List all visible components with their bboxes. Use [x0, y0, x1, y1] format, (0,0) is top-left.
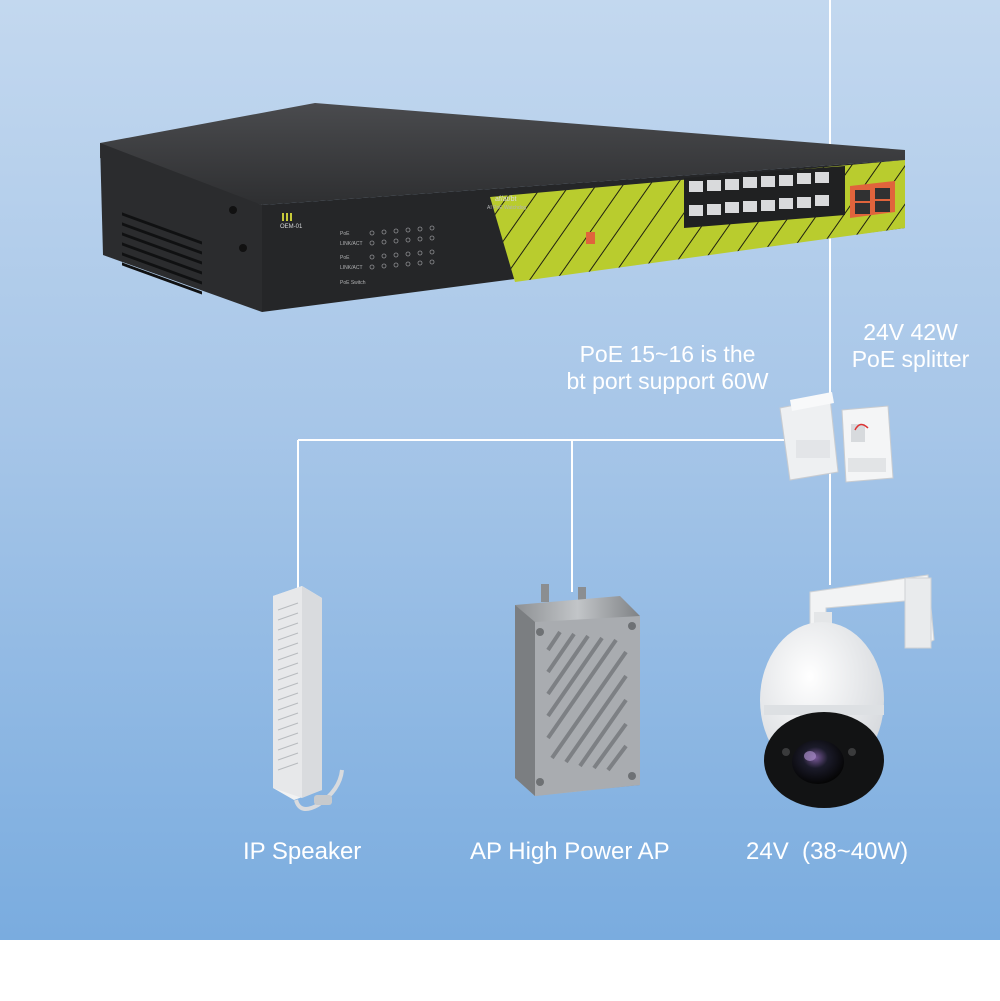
splitter-label-line2: PoE splitter — [851, 346, 970, 372]
poe-splitter-icon — [779, 392, 894, 483]
bt-port-label-line2: bt port support 60W — [566, 368, 769, 394]
led-row-label: PoE — [340, 255, 350, 261]
outdoor-ap-icon — [515, 584, 640, 796]
status-leds — [369, 225, 435, 270]
ethernet-ports — [586, 166, 895, 244]
led-row-label: LINK/ACT — [340, 265, 363, 271]
switch-sub-label: AI PoE Watchdog — [487, 205, 526, 211]
switch-brand: OEM-01 — [280, 224, 303, 230]
splitter-label: 24V 42W PoE splitter — [833, 319, 988, 373]
side-vents — [122, 212, 202, 295]
reset-button — [586, 232, 595, 244]
device-label-camera: 24V (38~40W) — [746, 838, 909, 865]
bt-port-label: PoE 15~16 is the bt port support 60W — [545, 341, 790, 395]
ap-heat-fins — [546, 630, 628, 772]
switch-model-label: af/at/bt — [495, 196, 516, 203]
switch-footer-text: PoE Switch — [340, 280, 366, 286]
led-row-label: LINK/ACT — [340, 241, 363, 247]
connection-lines — [297, 0, 831, 592]
poe-switch: OEM-01 af/at/bt AI PoE Watchdog PoE LINK… — [100, 103, 905, 312]
splitter-label-line1: 24V 42W — [863, 319, 958, 345]
bt-port-label-line1: PoE 15~16 is the — [579, 341, 756, 367]
device-label-ap: AP High Power AP — [470, 838, 670, 865]
speaker-grille — [277, 602, 299, 771]
device-label-ip-speaker: IP Speaker — [243, 838, 362, 865]
led-row-label: PoE — [340, 231, 350, 237]
ptz-camera-icon — [760, 574, 935, 808]
column-speaker-icon — [273, 586, 344, 811]
